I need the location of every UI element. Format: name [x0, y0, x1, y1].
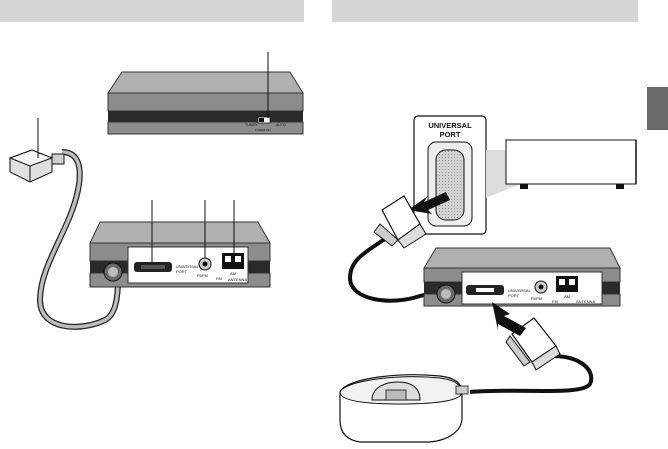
right-fm-label: FM	[552, 299, 558, 304]
dock-cable	[469, 317, 594, 394]
switch-label-auto: AUTO	[276, 123, 286, 127]
fm-label: FM	[216, 276, 222, 281]
right-remote-label: RI/FM	[531, 296, 542, 301]
antenna-label: ANTENNA	[228, 277, 247, 282]
left-section-header-bar	[0, 0, 304, 22]
side-chapter-tab	[647, 87, 668, 130]
right-antenna-label: ANTENNA	[576, 299, 595, 304]
insert-arrow-bottom	[492, 302, 526, 336]
remote-jack-label: RI/FM	[197, 273, 208, 278]
receiver-device	[504, 139, 638, 189]
ipod-dock	[339, 374, 469, 443]
ipod-connector-cable	[8, 149, 121, 330]
switch-label-sub: TUNER ON	[255, 128, 271, 132]
port-label-line1: UNIVERSAL	[176, 264, 199, 269]
tuner-device-right: UNIVERSAL PORT RI/FM FM AM ANTENNA	[423, 247, 621, 307]
switch-label-tuner: TUNER	[245, 123, 258, 127]
am-label: AM	[230, 271, 236, 276]
power-mode-switch: TUNER AUTO TUNER ON	[245, 116, 286, 132]
tuner-device-bottom: UNIVERSAL PORT RI/FM FM AM ANTENNA	[89, 221, 271, 288]
right-am-label: AM	[564, 294, 570, 299]
right-port-label-line1: UNIVERSAL	[508, 288, 531, 293]
callout-title-line2: PORT	[440, 130, 461, 139]
insert-arrow-top	[408, 192, 450, 214]
callout-title-line1: UNIVERSAL	[428, 121, 472, 130]
right-section-header-bar	[332, 0, 638, 22]
tuner-device-top	[107, 71, 304, 135]
right-port-label-line2: PORT	[508, 293, 520, 298]
port-label-line2: PORT	[176, 269, 188, 274]
